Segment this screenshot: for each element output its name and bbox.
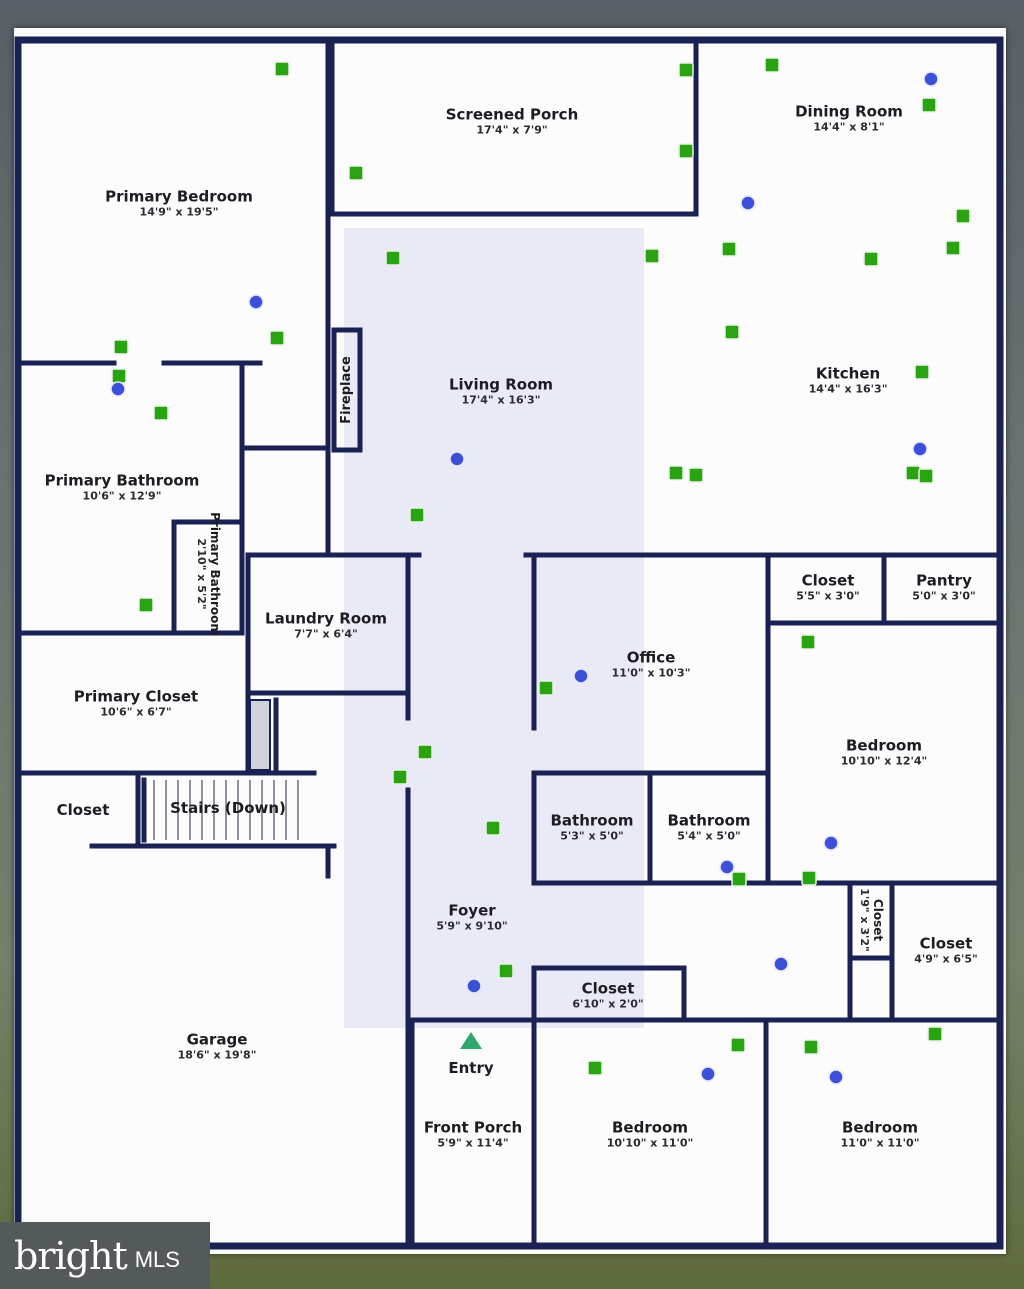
- room-label-fireplace: Fireplace: [339, 356, 355, 424]
- room-label-entry: Entry: [448, 1059, 494, 1077]
- stair-hatch: [249, 699, 271, 771]
- room-label-closet-west: Closet: [56, 801, 110, 819]
- blue-markers: [110, 71, 939, 1085]
- entry-marker: [460, 1032, 482, 1049]
- room-label-stairs: Stairs (Down): [170, 799, 286, 817]
- logo-suffix: MLS: [134, 1246, 180, 1272]
- bright-mls-logo: bright MLS: [0, 1222, 210, 1289]
- walls: [14, 36, 1004, 1250]
- floor-plan-drawing: [14, 36, 1004, 1250]
- living-stripes: [344, 228, 644, 1028]
- stair-treads: [153, 780, 299, 840]
- green-markers: [111, 57, 971, 1076]
- logo-wordmark: bright: [14, 1233, 128, 1278]
